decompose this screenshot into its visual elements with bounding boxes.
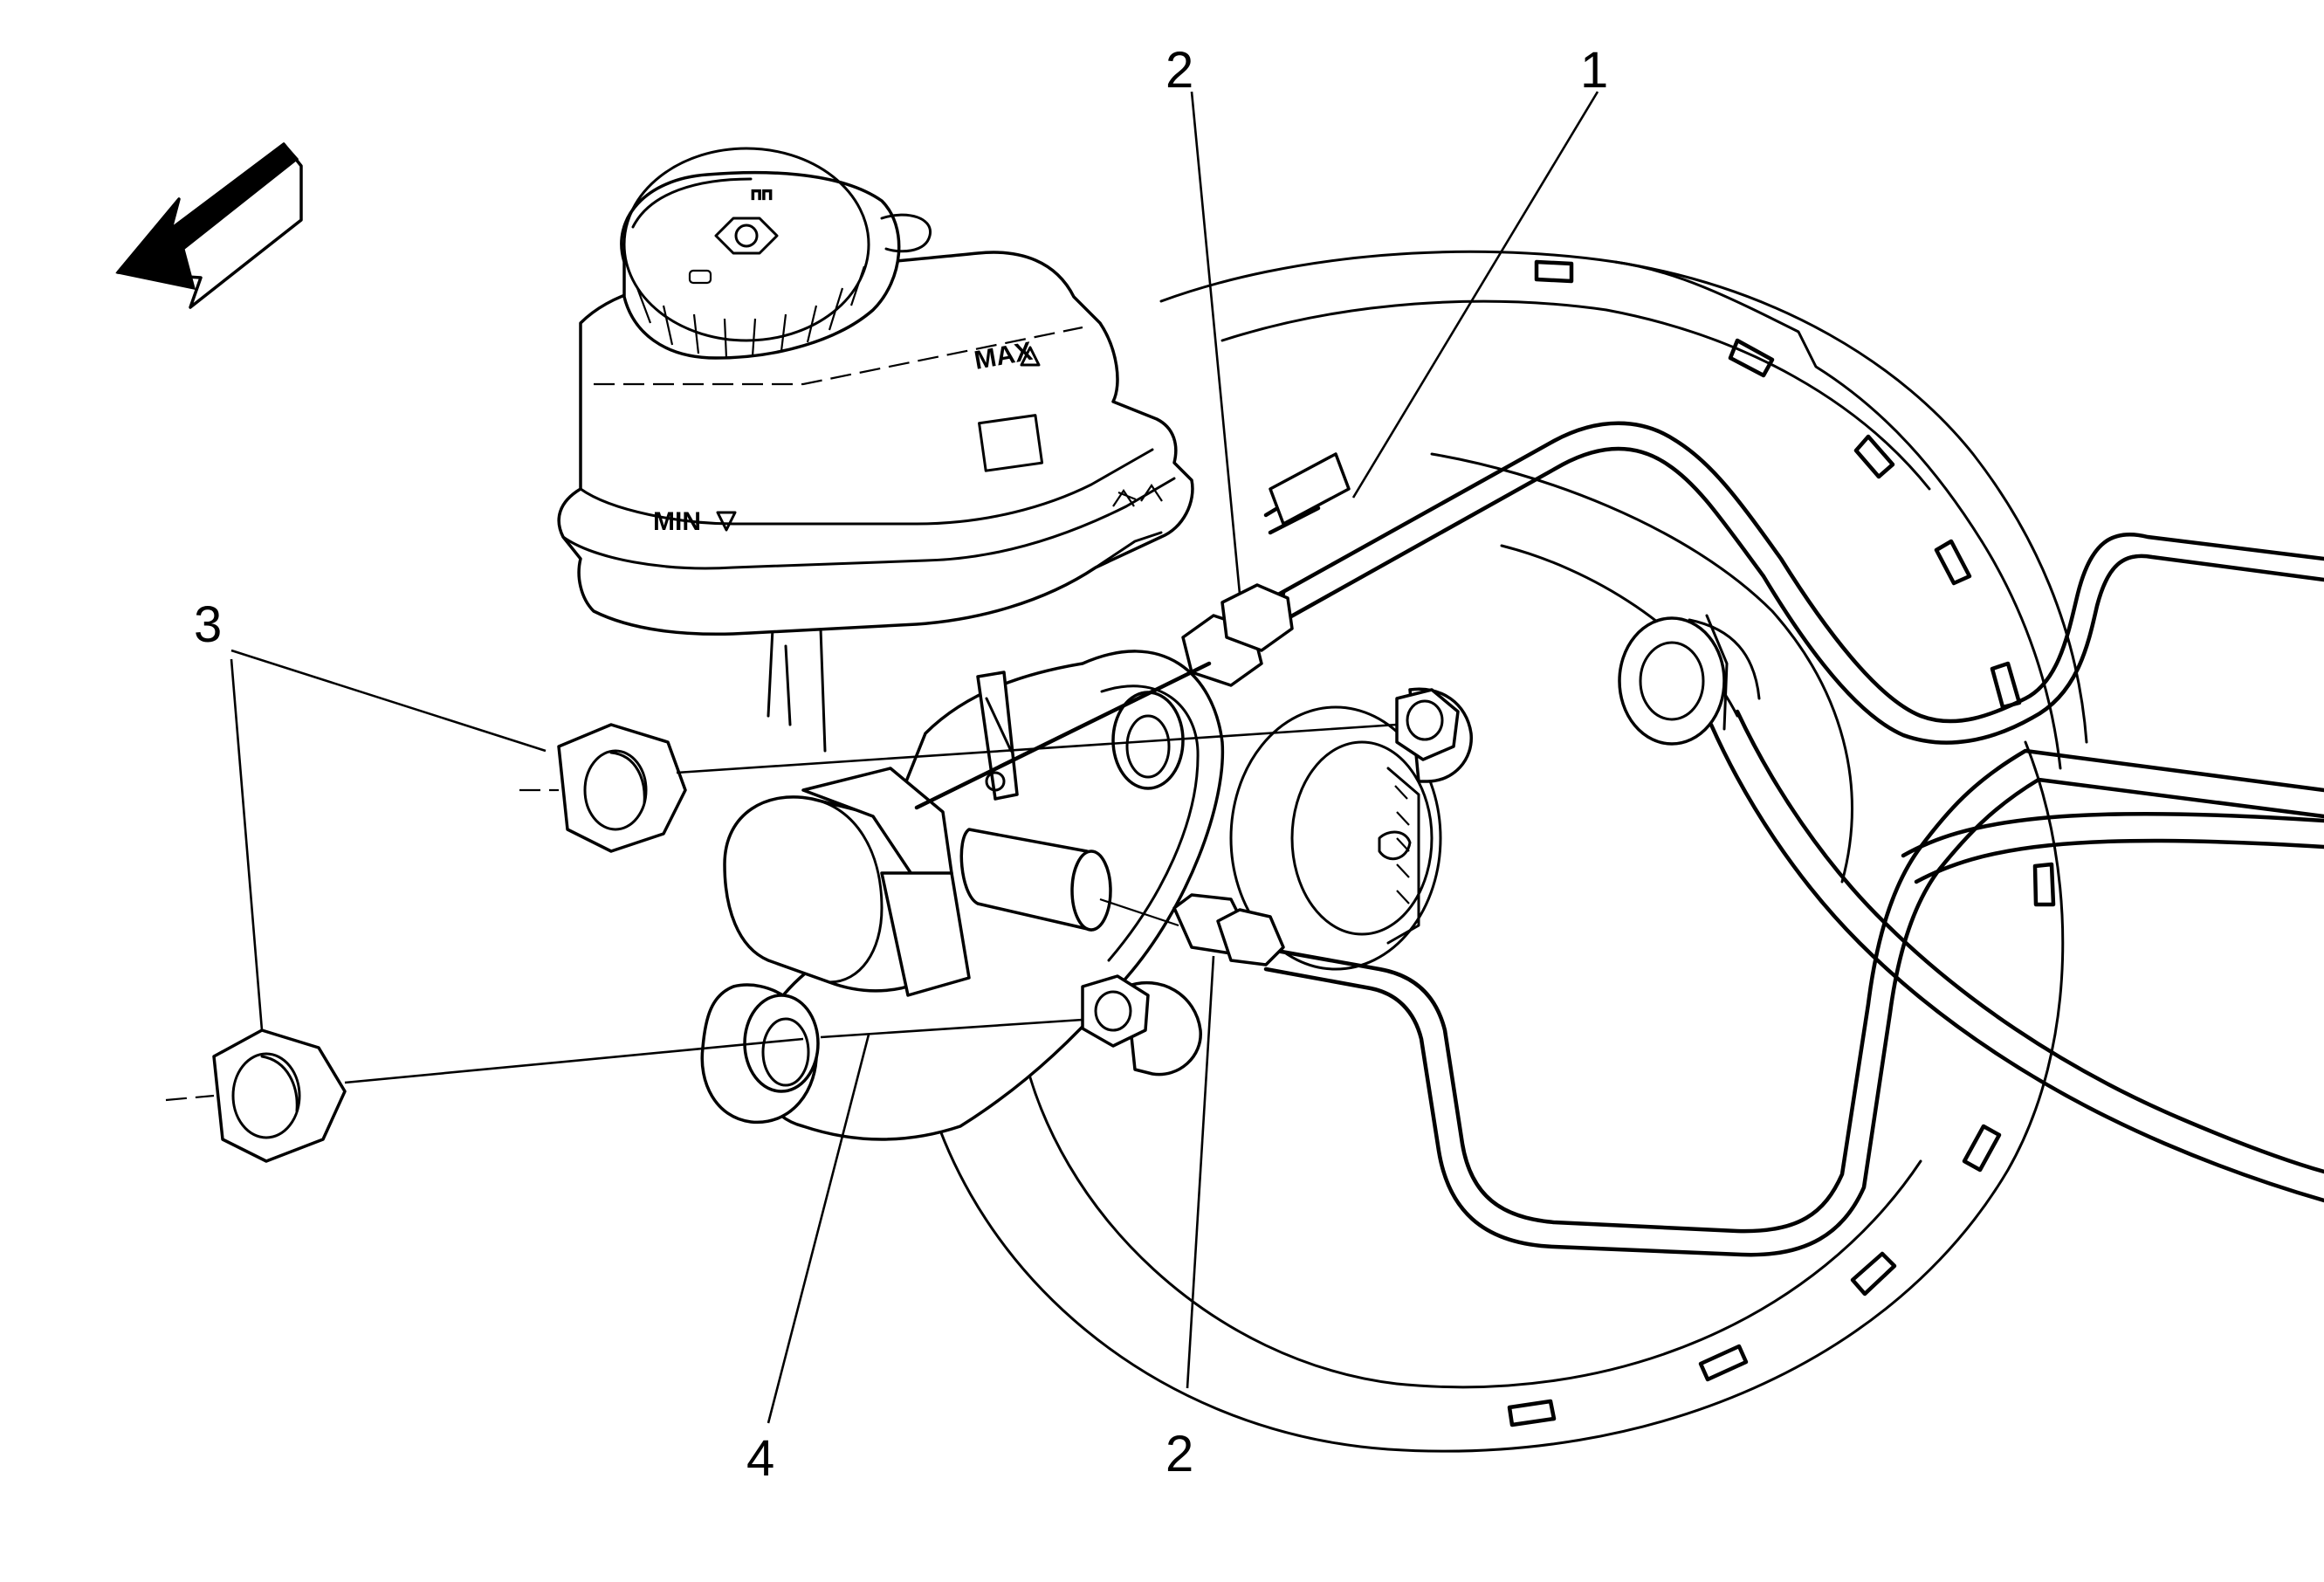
min-level-mark: MIN xyxy=(653,507,701,536)
callout-2-top: 2 xyxy=(1165,42,1193,99)
brake-pipes-right xyxy=(1246,421,2324,1257)
callout-1: 1 xyxy=(1580,42,1608,99)
booster-studs xyxy=(1081,687,1473,1076)
brake-booster xyxy=(915,250,2088,1453)
callout-2-bottom: 2 xyxy=(1165,1426,1193,1482)
brake-fluid-reservoir: MIN MAX ⊓⊓ xyxy=(557,147,1194,636)
svg-text:⊓⊓: ⊓⊓ xyxy=(751,186,773,203)
master-cylinder xyxy=(700,627,1225,1141)
brake-pipe-upper xyxy=(914,452,1351,810)
callout-leaders xyxy=(230,91,1599,1424)
callout-4: 4 xyxy=(746,1430,774,1487)
front-direction-arrow-icon xyxy=(115,141,303,309)
callout-3: 3 xyxy=(194,596,222,653)
brake-pipe-lower xyxy=(1099,893,1285,966)
master-cylinder-nuts xyxy=(165,723,1398,1163)
